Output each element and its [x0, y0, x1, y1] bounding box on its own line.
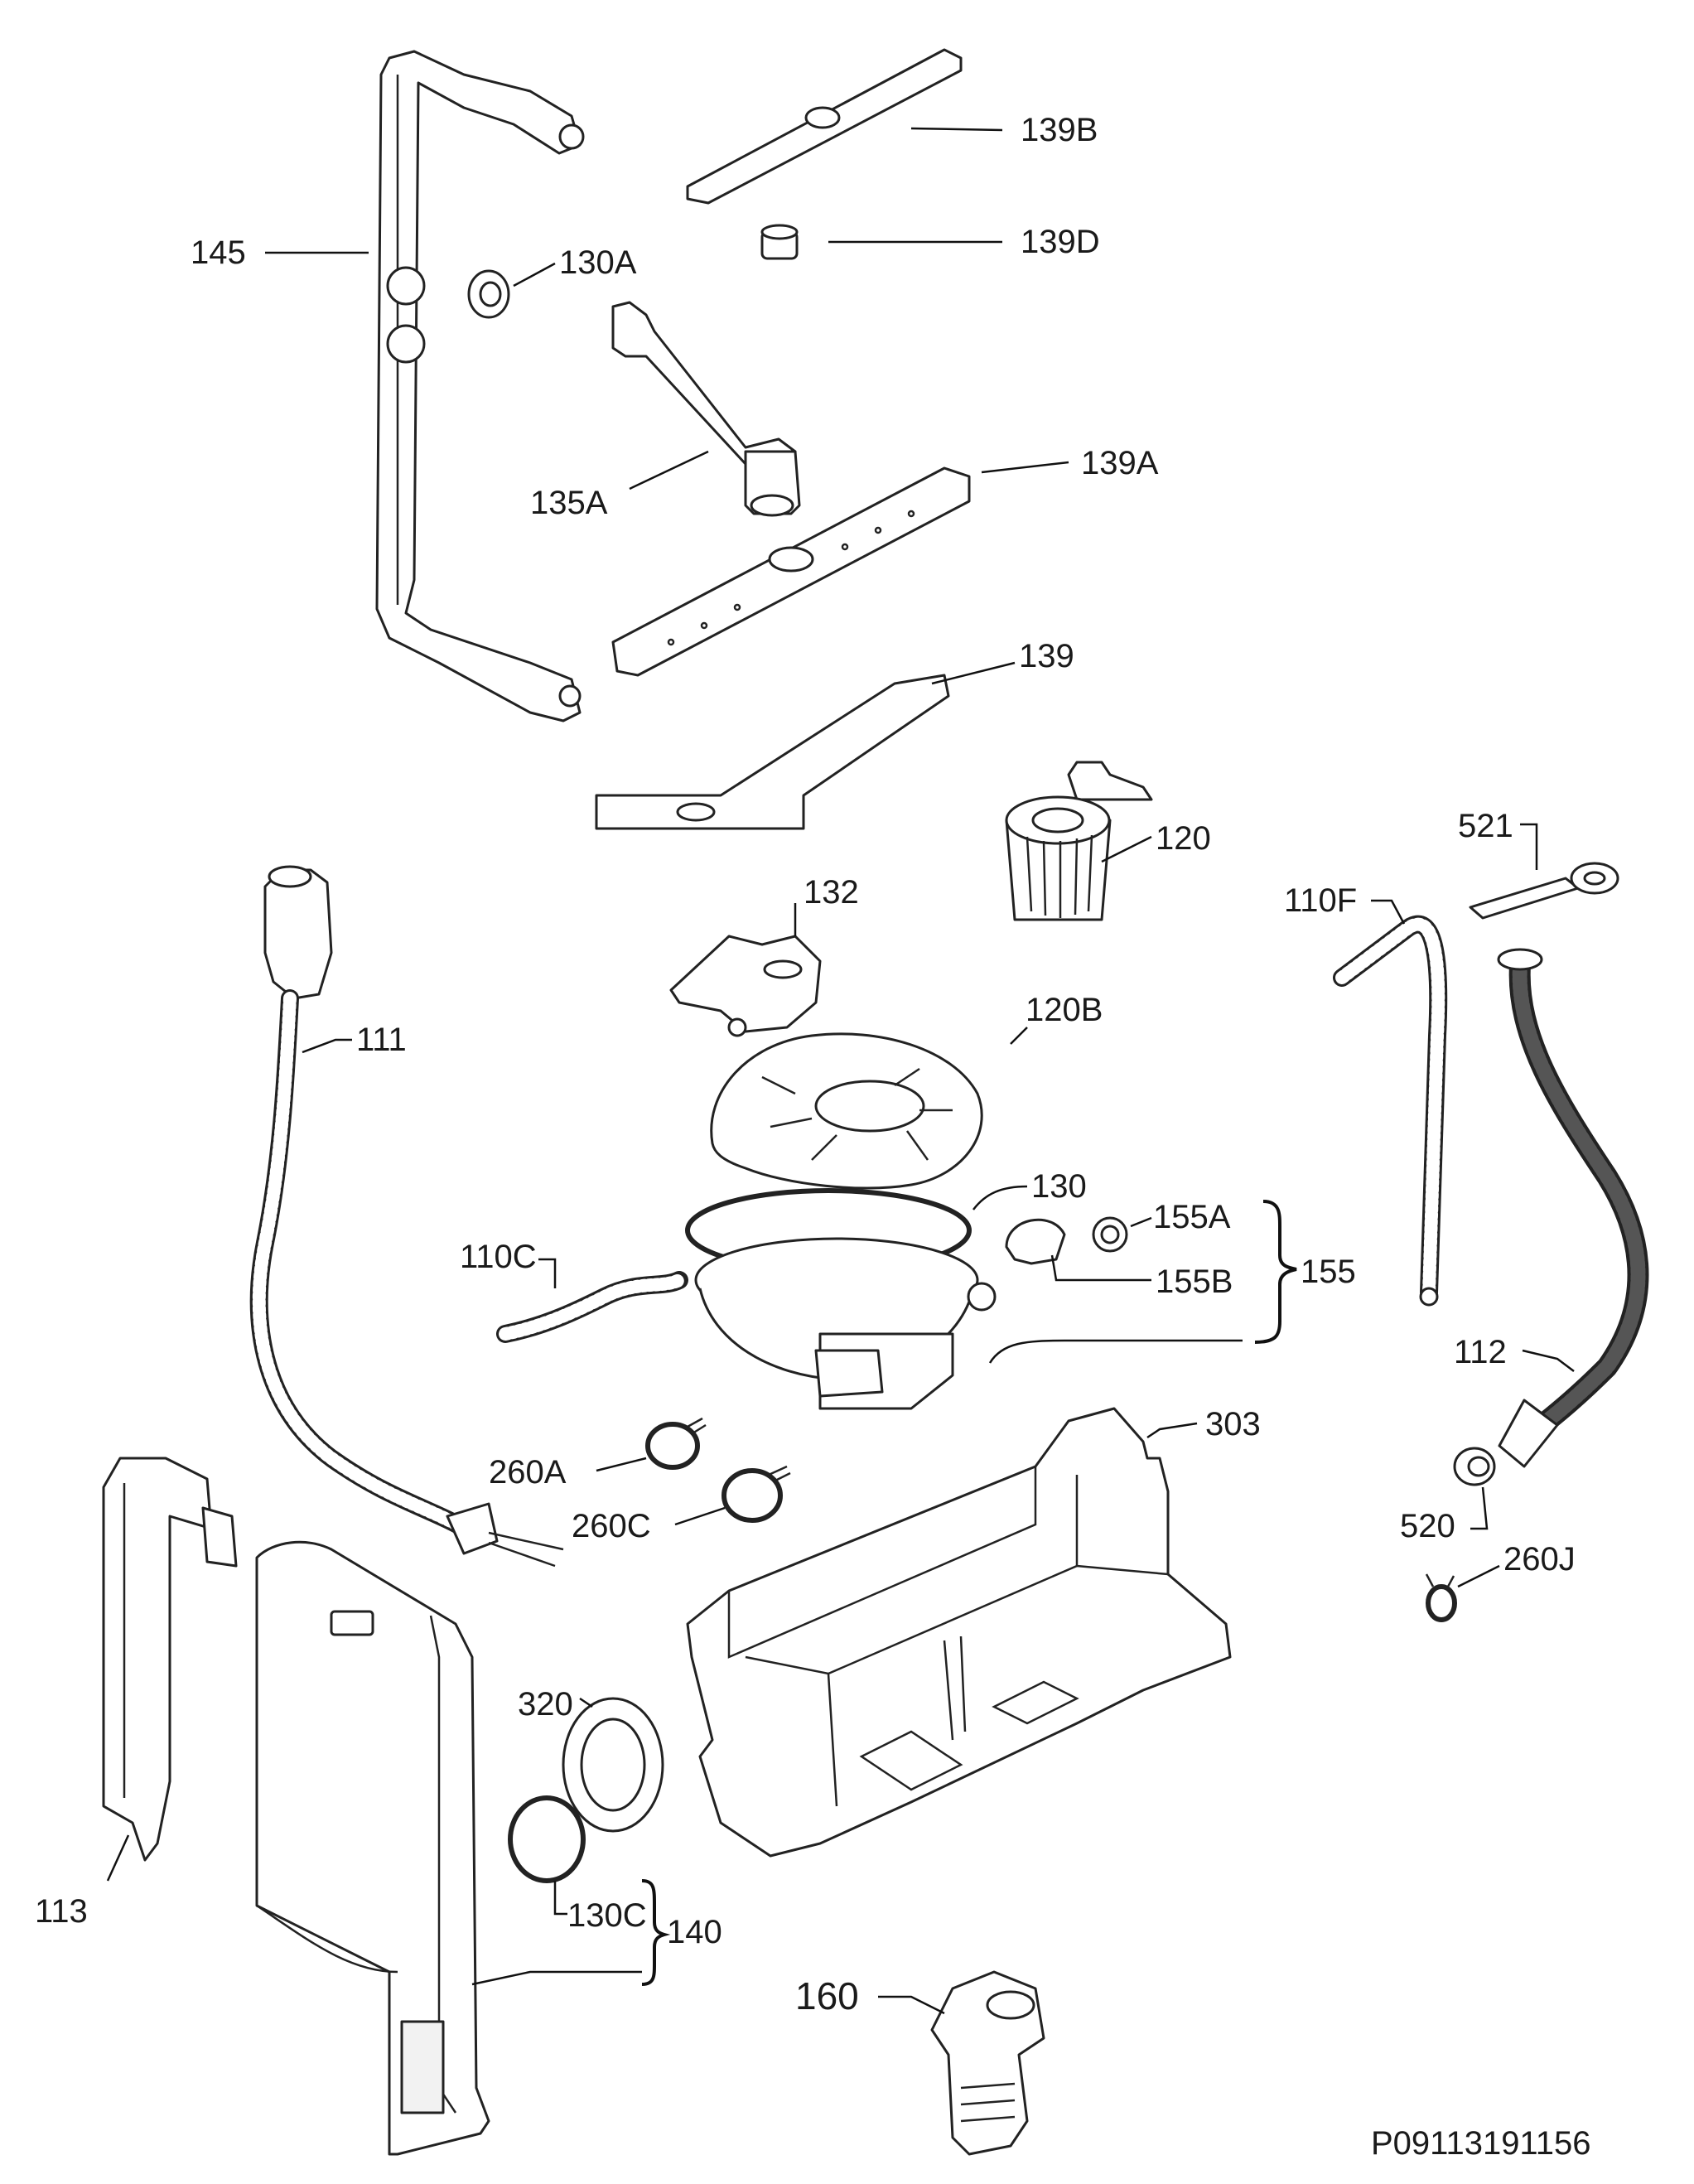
label-140: 140: [667, 1914, 722, 1950]
label-112: 112: [1454, 1334, 1507, 1370]
leader-260A: [596, 1457, 647, 1472]
part-139D-nut[interactable]: [760, 224, 799, 260]
leader-160: [878, 1995, 945, 2015]
part-139-lower-spray-arm[interactable]: [595, 674, 950, 830]
part-521-tool[interactable]: [1469, 862, 1619, 920]
part-155B-clip[interactable]: [1005, 1218, 1066, 1265]
brace-140: [641, 1879, 671, 1986]
leader-120: [1101, 835, 1152, 863]
part-320-seal[interactable]: [562, 1697, 664, 1833]
part-110F-hose[interactable]: [1333, 915, 1448, 1307]
label-520: 520: [1400, 1508, 1455, 1544]
label-113: 113: [35, 1893, 88, 1930]
leader-303: [1146, 1422, 1198, 1439]
part-303-base[interactable]: [686, 1407, 1232, 1858]
label-139A: 139A: [1081, 445, 1159, 481]
leader-113: [106, 1834, 130, 1882]
label-110C: 110C: [460, 1239, 537, 1275]
part-155A-fitting[interactable]: [1092, 1216, 1128, 1253]
label-139: 139: [1019, 638, 1074, 674]
label-303: 303: [1205, 1406, 1261, 1442]
label-155: 155: [1301, 1254, 1356, 1290]
part-113-duct[interactable]: [102, 1457, 238, 1862]
part-120B-micro-filter[interactable]: [710, 1032, 983, 1190]
leader-130A: [513, 262, 556, 287]
part-139B-upper-spray-arm[interactable]: [686, 48, 963, 205]
drawing-code: P09113191156: [1371, 2125, 1590, 2162]
part-520-fitting[interactable]: [1453, 1447, 1496, 1486]
label-111: 111: [356, 1022, 407, 1058]
part-130A-seal[interactable]: [467, 269, 510, 319]
label-135A: 135A: [530, 485, 608, 521]
leader-130: [972, 1185, 1028, 1210]
leader-155B: [1050, 1254, 1151, 1282]
label-260C: 260C: [572, 1508, 651, 1544]
part-145-supply-pipe[interactable]: [375, 50, 585, 722]
label-260A: 260A: [489, 1454, 567, 1491]
label-139D: 139D: [1021, 224, 1100, 260]
leader-111: [302, 1038, 352, 1054]
leader-110C: [538, 1258, 557, 1288]
part-160-drain-pump[interactable]: [930, 1970, 1045, 2156]
label-139B: 139B: [1021, 112, 1098, 148]
leader-260C: [674, 1506, 726, 1526]
part-112-drain-hose[interactable]: [1497, 948, 1649, 1468]
leader-260J: [1457, 1564, 1500, 1588]
part-155-sump-assembly[interactable]: [694, 1237, 997, 1410]
label-145: 145: [191, 234, 246, 271]
label-130C: 130C: [567, 1897, 647, 1934]
label-130A: 130A: [559, 244, 637, 281]
leader-135A: [629, 450, 709, 490]
label-120: 120: [1156, 820, 1211, 857]
part-260J-clamp[interactable]: [1425, 1573, 1457, 1622]
leader-130C: [553, 1881, 567, 1916]
label-130: 130: [1031, 1168, 1087, 1205]
leader-139A: [981, 461, 1069, 474]
label-260J: 260J: [1503, 1541, 1576, 1578]
part-260C-clamp[interactable]: [722, 1465, 791, 1523]
part-132-valve[interactable]: [669, 935, 822, 1037]
leader-120B: [1010, 1027, 1028, 1045]
part-111-inlet-hose[interactable]: [249, 865, 564, 1568]
label-132: 132: [804, 874, 859, 911]
part-260A-clamp[interactable]: [645, 1417, 707, 1470]
label-320: 320: [518, 1686, 573, 1723]
label-120B: 120B: [1026, 992, 1103, 1028]
leader-320: [579, 1697, 593, 1708]
label-155B: 155B: [1156, 1264, 1233, 1300]
part-110C-hose[interactable]: [496, 1271, 688, 1343]
part-120-filter[interactable]: [1005, 761, 1153, 921]
leader-521: [1520, 823, 1538, 870]
leader-139: [931, 661, 1016, 685]
part-130C-ring[interactable]: [508, 1795, 586, 1883]
part-139A-middle-spray-arm[interactable]: [611, 466, 971, 677]
label-110F: 110F: [1284, 882, 1357, 919]
label-160: 160: [795, 1974, 859, 2017]
label-521: 521: [1458, 808, 1513, 844]
leader-139B: [910, 127, 1003, 132]
brace-155: [1254, 1200, 1297, 1344]
leader-110F: [1371, 899, 1406, 925]
leader-112: [1522, 1349, 1575, 1372]
leader-520: [1470, 1486, 1489, 1530]
part-140-side-panel[interactable]: [255, 1540, 490, 2156]
part-135A-spray-arm-support[interactable]: [611, 301, 801, 517]
leader-140: [471, 1970, 642, 1986]
leader-155-main: [988, 1339, 1243, 1364]
label-155A: 155A: [1153, 1199, 1231, 1235]
leader-155A: [1130, 1216, 1152, 1228]
